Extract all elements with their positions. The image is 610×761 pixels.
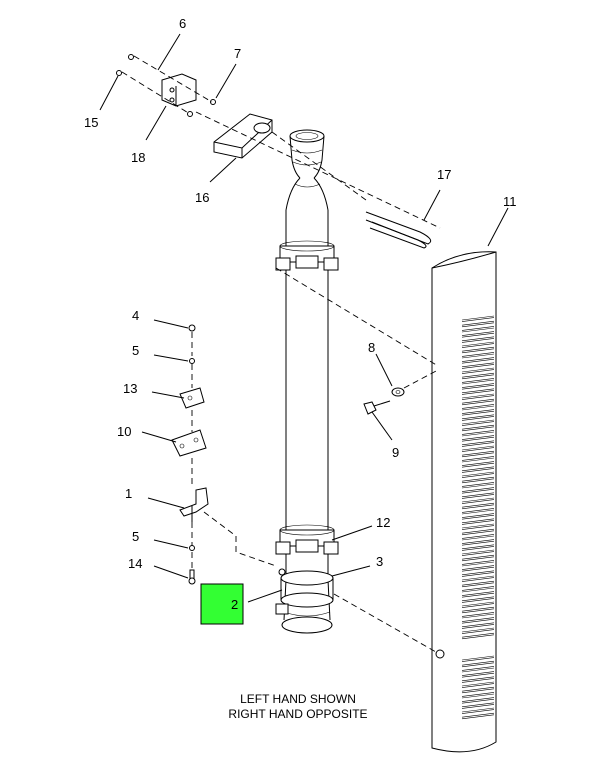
callout-1[interactable]: 1 [125, 486, 132, 501]
exhaust-pipe [281, 129, 333, 634]
callout-18[interactable]: 18 [131, 150, 145, 165]
orientation-note-line2: RIGHT HAND OPPOSITE [228, 707, 367, 721]
plate-10 [171, 429, 207, 457]
callout-6[interactable]: 6 [179, 16, 186, 31]
support-bracket [213, 113, 273, 159]
plate-13 [179, 387, 205, 409]
upper-pipe-clamp [275, 240, 339, 271]
callout-7[interactable]: 7 [234, 46, 241, 61]
washer-5-lower [189, 545, 195, 551]
shield-louvers [461, 315, 495, 720]
callout-5-lower[interactable]: 5 [132, 529, 139, 544]
callout-4[interactable]: 4 [132, 308, 139, 323]
washer-8 [391, 387, 405, 397]
highlighted-part-box[interactable] [200, 583, 244, 625]
lower-pipe-clamp [275, 524, 339, 555]
band-clamp [275, 568, 334, 615]
orientation-note-line1: LEFT HAND SHOWN [240, 692, 356, 706]
nut-7 [187, 99, 216, 117]
callout-16[interactable]: 16 [195, 190, 209, 205]
callout-12[interactable]: 12 [376, 515, 390, 530]
callout-14[interactable]: 14 [128, 556, 142, 571]
callout-8[interactable]: 8 [368, 340, 375, 355]
u-bolt [365, 211, 432, 249]
callout-9[interactable]: 9 [392, 445, 399, 460]
bracket-1 [179, 487, 209, 522]
assembly-lines [121, 55, 441, 653]
callout-10[interactable]: 10 [117, 424, 131, 439]
callout-11[interactable]: 11 [503, 194, 517, 209]
leader-lines [99, 33, 509, 603]
callout-13[interactable]: 13 [123, 381, 137, 396]
callout-5-upper[interactable]: 5 [132, 343, 139, 358]
callout-3[interactable]: 3 [376, 554, 383, 569]
washer-5-upper [189, 358, 195, 364]
bolt-15 [116, 54, 134, 76]
callout-17[interactable]: 17 [437, 167, 451, 182]
callout-2[interactable]: 2 [231, 597, 238, 612]
mounting-bracket [161, 73, 197, 107]
nut-4 [188, 324, 196, 332]
heat-shield [431, 251, 497, 753]
callout-15[interactable]: 15 [84, 115, 98, 130]
bolt-9 [363, 400, 391, 415]
bolt-14 [188, 569, 196, 585]
